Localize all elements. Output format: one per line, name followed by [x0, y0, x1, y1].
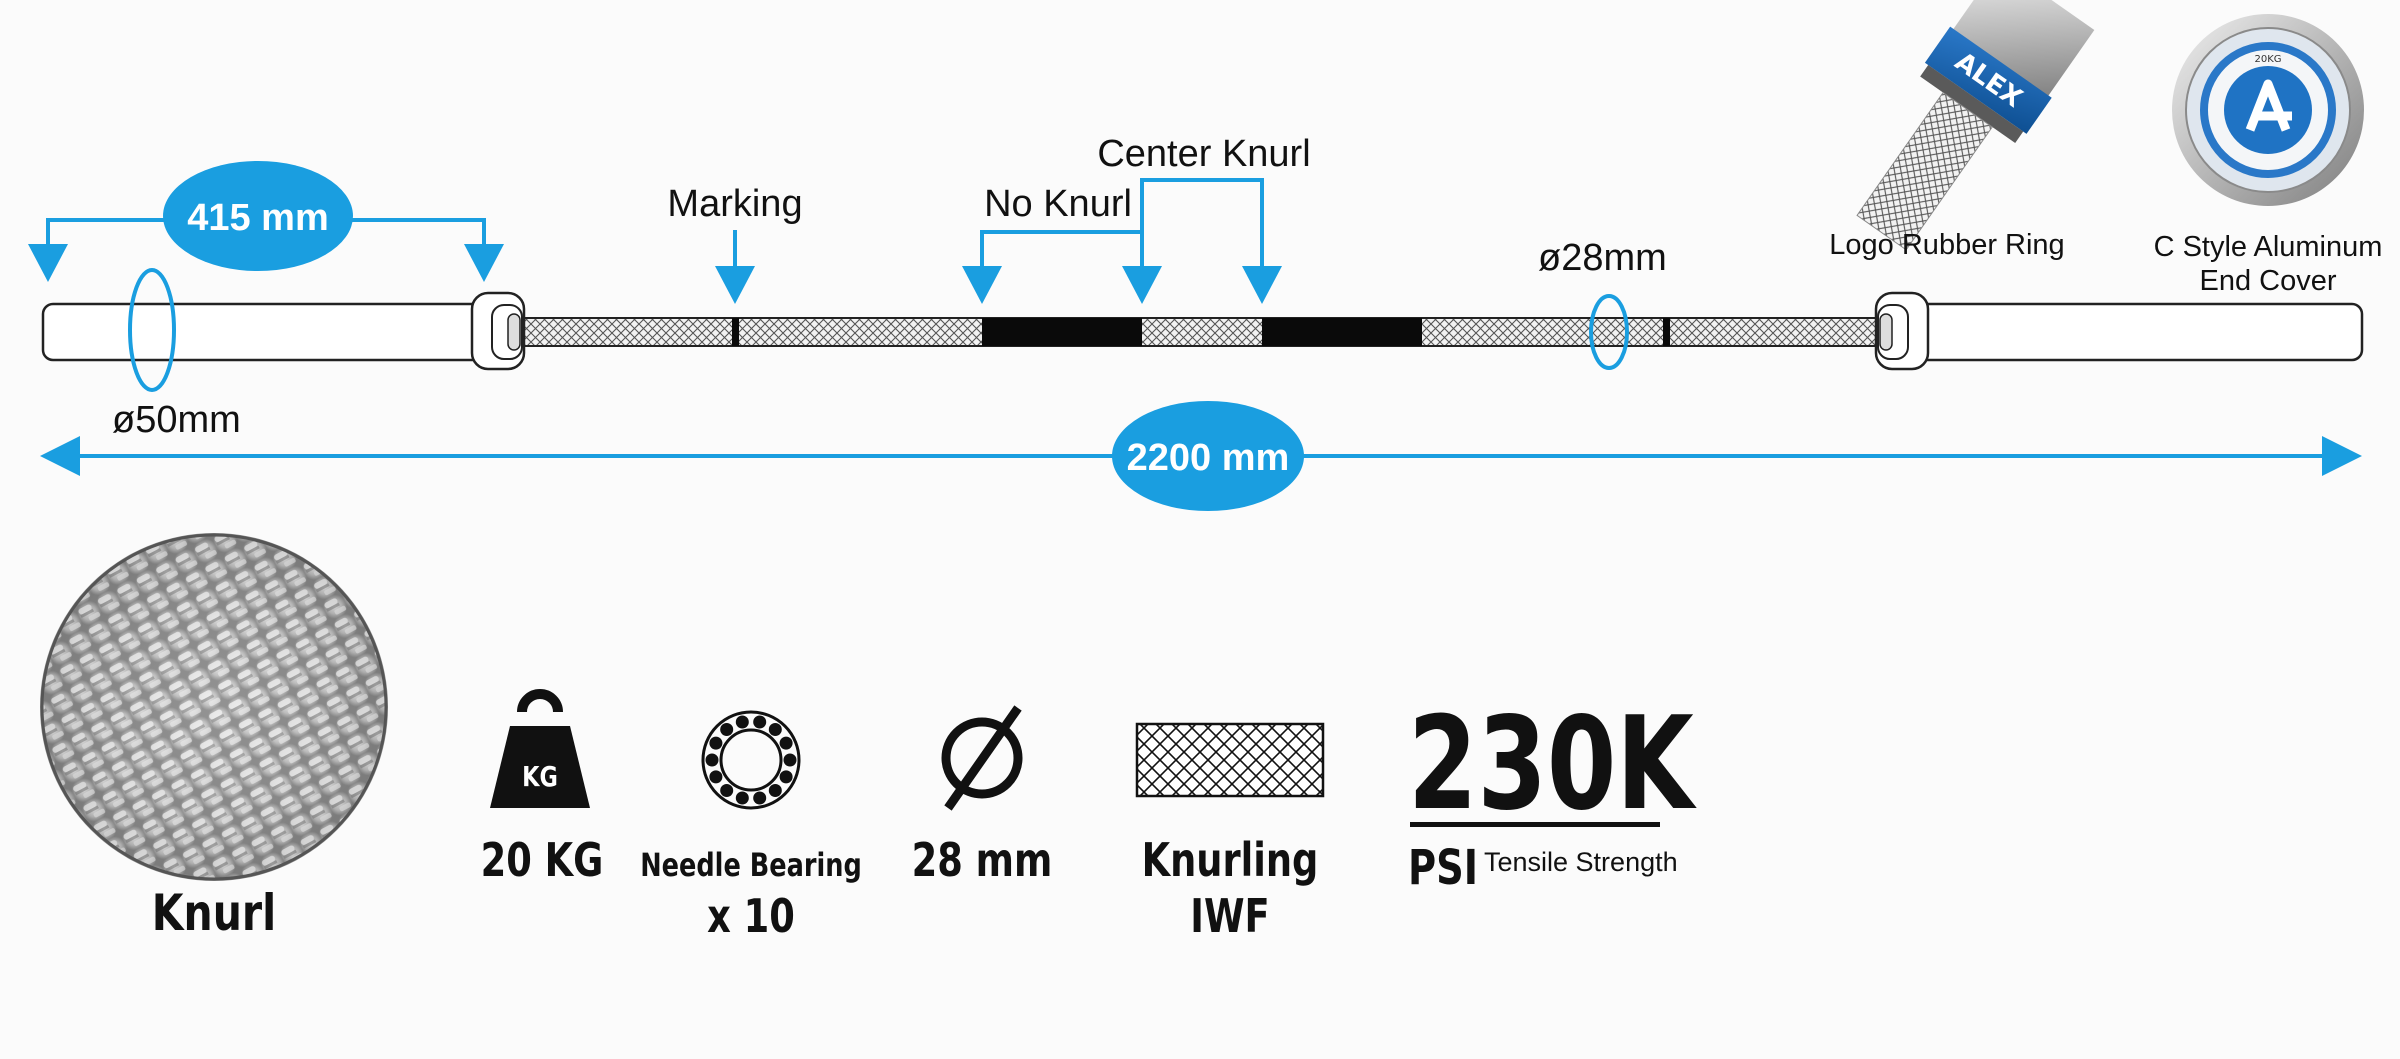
bearing-ball — [779, 736, 793, 750]
bearing-ball — [753, 791, 767, 805]
sleeve-diameter-ring — [128, 268, 176, 392]
marking-right — [1663, 318, 1670, 346]
bearing-ball — [735, 715, 749, 729]
tensile-unit: PSI — [1408, 841, 1478, 896]
bearing-ball — [720, 723, 734, 736]
no-knurl-left-segment — [982, 318, 1142, 346]
marking-left — [732, 318, 739, 346]
no-knurl-callout: No Knurl — [962, 183, 1162, 304]
end-cover-illustration: 20KG — [2172, 14, 2364, 206]
bearing-ball — [709, 770, 723, 784]
right-collar — [1874, 291, 1930, 371]
end-cover-caption-line2: End Cover — [2199, 265, 2336, 297]
marking-callout: Marking — [667, 183, 803, 304]
tensile-label: Tensile Strength — [1484, 847, 1678, 877]
kettlebell-icon: KG — [490, 689, 590, 808]
knurling-label: Knurling — [1142, 833, 1319, 887]
kettlebell-icon-text: KG — [522, 759, 558, 792]
barbell — [41, 268, 2364, 392]
shaft — [509, 317, 1893, 347]
logo-rubber-ring-illustration: ALEX — [1856, 0, 2095, 251]
bearing-count: x 10 — [707, 889, 795, 943]
bearing-ball — [779, 770, 793, 784]
weight-spec: KG 20 KG — [481, 689, 604, 887]
bearing-ball — [753, 715, 767, 729]
diameter-icon — [941, 705, 1023, 811]
knurl-pattern-icon — [1135, 722, 1325, 798]
overall-length-label: 2200 mm — [1127, 437, 1290, 479]
knurl-sample-caption: Knurl — [152, 884, 276, 942]
sleeve-diameter-label: ø50mm — [112, 399, 241, 441]
tensile-value: 230K — [1408, 690, 1697, 839]
end-cover-caption-line1: C Style Aluminum — [2154, 231, 2383, 263]
bearing-ball — [768, 784, 782, 797]
shaft-diameter-ring — [1589, 294, 1629, 370]
diameter-spec: 28 mm — [912, 705, 1053, 887]
shaft-diameter-label: ø28mm — [1538, 237, 1667, 279]
bearing-ball — [709, 736, 723, 750]
bearing-ball — [720, 784, 734, 797]
overall-length-dimension: 2200 mm — [40, 401, 2362, 511]
logo-rubber-ring-caption: Logo Rubber Ring — [1829, 229, 2064, 261]
knurl-sample-photo — [40, 533, 388, 881]
center-knurl-callout: Center Knurl — [1097, 133, 1311, 304]
bearing-ball — [735, 791, 749, 805]
end-cover-weight-text: 20KG — [2254, 54, 2281, 65]
no-knurl-right-segment — [1262, 318, 1422, 346]
left-collar — [470, 291, 526, 371]
bearing-icon — [701, 710, 801, 810]
sleeve-span-dimension: 415 mm — [28, 161, 504, 282]
marking-label: Marking — [667, 183, 802, 225]
knurling-spec: Knurling IWF — [1135, 722, 1325, 943]
knurling-standard: IWF — [1190, 889, 1269, 943]
center-knurl-label: Center Knurl — [1097, 133, 1310, 175]
bearing-spec: Needle Bearing x 10 — [640, 710, 862, 943]
sleeve-span-label: 415 mm — [187, 197, 329, 239]
bearing-ball — [705, 753, 719, 767]
diameter-value: 28 mm — [912, 833, 1053, 887]
bearing-ball — [783, 753, 797, 767]
left-sleeve — [41, 302, 485, 362]
tensile-spec: 230K PSI Tensile Strength — [1408, 690, 1697, 896]
no-knurl-label: No Knurl — [984, 183, 1132, 225]
bearing-type: Needle Bearing — [640, 846, 862, 884]
bearing-ball — [768, 723, 782, 736]
right-sleeve — [1910, 302, 2364, 362]
tensile-divider — [1410, 822, 1660, 827]
weight-value: 20 KG — [481, 833, 604, 887]
